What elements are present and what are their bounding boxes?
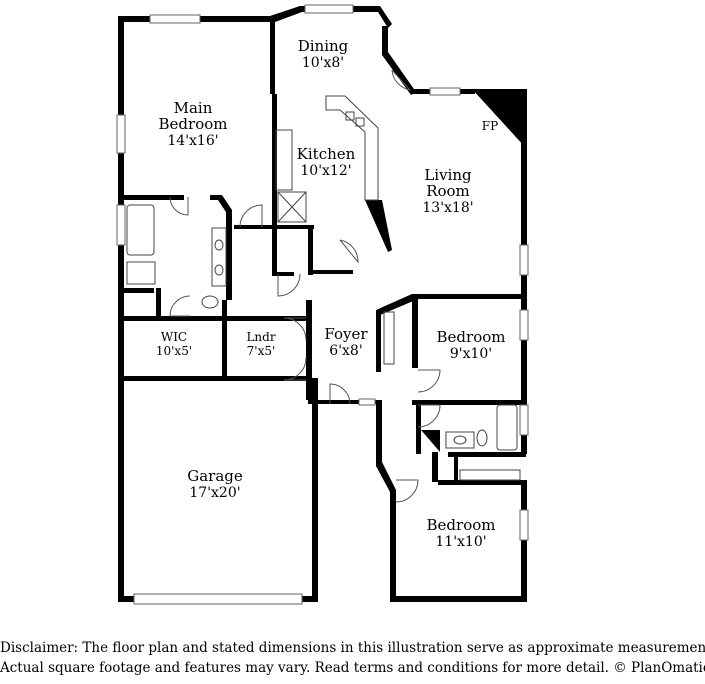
door-wic	[169, 295, 191, 317]
front-door	[329, 383, 351, 405]
fixtures	[126, 95, 521, 481]
toilet-icon	[476, 429, 488, 447]
window-bedroom-2	[519, 309, 529, 341]
windows	[116, 4, 529, 605]
wic-dim: 10'x5'	[156, 344, 192, 358]
bedroom-3-dim: 11'x10'	[435, 534, 486, 550]
door-hall	[239, 204, 263, 228]
window-foyer	[358, 398, 376, 406]
living-room-dim: 13'x18'	[422, 200, 473, 216]
door-kitchen	[277, 273, 301, 297]
window-main-bedroom-side	[116, 114, 126, 154]
door-pantry	[339, 239, 359, 264]
disclaimer-line-2: Actual square footage and features may v…	[0, 660, 705, 676]
main-bedroom-dim: 14'x16'	[167, 133, 218, 149]
room-labels: Dining 10'x8' Main Bedroom 14'x16' Kitch…	[156, 37, 506, 550]
bedroom-2-dim: 9'x10'	[450, 346, 492, 362]
laundry-dim: 7'x5'	[247, 344, 276, 358]
foyer-dim: 6'x8'	[329, 343, 362, 359]
bedroom-2-label: Bedroom	[437, 328, 506, 346]
kitchen-counter	[275, 129, 293, 191]
window-main-bedroom-top	[149, 14, 201, 24]
garage-dim: 17'x20'	[189, 485, 240, 501]
door-bedroom-2	[417, 369, 441, 393]
kitchen-label: Kitchen	[297, 145, 356, 163]
garage-label: Garage	[187, 467, 243, 485]
disclaimer-line-1: Disclaimer: The floor plan and stated di…	[0, 640, 705, 656]
doors	[169, 69, 441, 503]
sink-icon	[453, 435, 467, 445]
window-bath	[116, 204, 126, 246]
tub-main	[126, 204, 155, 256]
door-bedroom-3	[395, 479, 419, 503]
foyer-label: Foyer	[324, 325, 368, 343]
vanity-bath-3	[445, 431, 475, 449]
sink-icon	[214, 264, 224, 276]
window-dining	[304, 4, 354, 14]
main-bedroom-label-1: Main	[174, 99, 213, 117]
kitchen-island	[325, 95, 379, 201]
door-bath-3	[417, 404, 441, 428]
dining-dim: 10'x8'	[302, 55, 344, 71]
window-bath-3	[519, 404, 529, 436]
fridge-cross	[277, 191, 307, 223]
laundry-label: Lndr	[246, 330, 275, 344]
window-bedroom-3	[519, 509, 529, 541]
living-room-label-1: Living	[424, 166, 472, 184]
closet-bedroom-2	[383, 311, 395, 365]
window-living-top	[429, 87, 461, 96]
fridge-icon	[277, 191, 307, 223]
bedroom-3-label: Bedroom	[427, 516, 496, 534]
walls	[118, 6, 527, 602]
door-laundry	[283, 317, 307, 341]
fireplace-label: FP	[482, 119, 498, 133]
sink-icon	[214, 239, 224, 251]
sink-icon	[355, 117, 365, 127]
shower-main	[126, 261, 156, 285]
door-garage	[283, 357, 307, 381]
dining-label: Dining	[298, 37, 349, 55]
living-room-label-2: Room	[426, 182, 470, 200]
main-bedroom-label-2: Bedroom	[159, 115, 228, 133]
closet-bedroom-3	[459, 469, 521, 481]
garage-door	[133, 593, 303, 605]
door-dining-patio	[391, 69, 412, 91]
sink-icon	[345, 111, 355, 121]
kitchen-dim: 10'x12'	[300, 163, 351, 179]
tub-bath-3	[496, 404, 518, 451]
door-bath	[169, 196, 189, 216]
toilet-icon	[201, 295, 219, 309]
vanity-main	[211, 227, 227, 287]
window-living-side	[519, 244, 529, 276]
wic-label: WIC	[161, 330, 187, 344]
